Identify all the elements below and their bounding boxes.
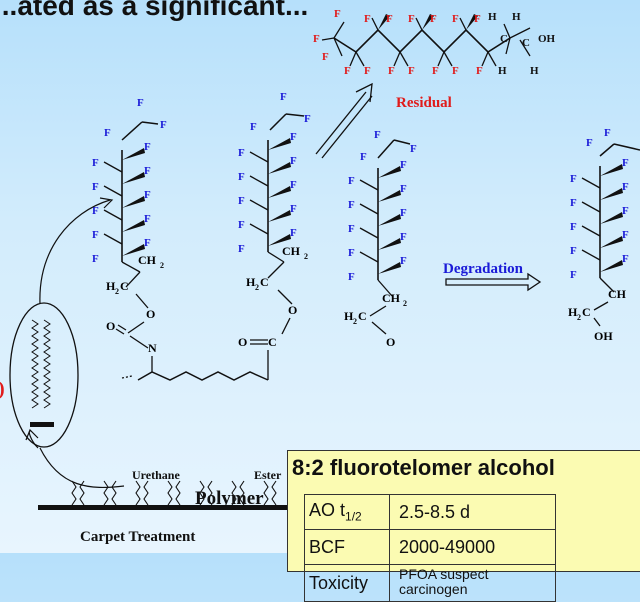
molecule-released: F F F CH 2 H 2 C O <box>344 129 417 349</box>
property-key: Toxicity <box>304 564 390 602</box>
property-key: BCF <box>304 529 390 565</box>
svg-text:C: C <box>582 305 591 319</box>
fluorine-atom: F <box>304 113 311 125</box>
svg-text:C: C <box>120 279 129 293</box>
fluorine-atom: F <box>313 33 320 45</box>
red-parenthesis: ) <box>0 378 5 401</box>
fluorine-atom: F <box>364 65 371 77</box>
nitrogen-atom: N <box>148 341 157 355</box>
fluorine-atom: F <box>388 65 395 77</box>
fluorine-atom: F <box>604 127 611 139</box>
fluorine-atom: F <box>410 143 417 155</box>
h2c-group: H <box>106 279 116 293</box>
fluorine-atom: F <box>408 13 415 25</box>
property-value: 2.5-8.5 d <box>389 494 556 530</box>
property-key: AO t1/2 <box>304 494 390 530</box>
residual-label: Residual <box>396 95 452 111</box>
h2c-group: H <box>568 305 578 319</box>
urethane-label: Urethane <box>132 468 180 482</box>
polymer-backbone <box>121 350 269 381</box>
molecule-product: F F CH H 2 C OH <box>568 127 640 343</box>
hydrogen-atom: H <box>488 11 497 23</box>
subscript-2: 2 <box>403 299 407 308</box>
polymer-label: Polymer <box>195 488 264 509</box>
fluorine-atom: F <box>452 13 459 25</box>
svg-text:C: C <box>260 275 269 289</box>
oxygen-atom: O <box>386 335 395 349</box>
ch2-group: CH <box>382 291 401 305</box>
subscript-2: 2 <box>255 283 259 292</box>
fluorine-atom: F <box>344 65 351 77</box>
h2c-group: H <box>246 275 256 289</box>
ester-label: Ester <box>254 468 282 482</box>
oxygen-atom: O <box>106 319 115 333</box>
molecule-urethane: F F F CH 2 H 2 C O O C N <box>91 97 167 355</box>
fluorine-atom: F <box>386 13 393 25</box>
release-arrow <box>315 82 373 159</box>
hydrogen-atom: H <box>512 11 521 23</box>
fluorine-atom: F <box>104 127 111 139</box>
subscript-2: 2 <box>160 261 164 270</box>
property-table: AO t1/2 2.5-8.5 d BCF 2000-49000 Toxicit… <box>304 494 556 602</box>
fluorine-atom: F <box>374 129 381 141</box>
table-row: Toxicity PFOA suspect carcinogen <box>304 564 556 602</box>
fluorine-atom: F <box>474 13 481 25</box>
fiber-zoom <box>9 197 125 488</box>
subscript-2: 2 <box>304 252 308 261</box>
fluorine-atom: F <box>334 8 341 20</box>
fluorine-atom: F <box>430 13 437 25</box>
carbon-atom: C <box>500 33 508 45</box>
ch2-group: CH <box>282 244 301 258</box>
h2c-group: H <box>344 309 354 323</box>
property-value: 2000-49000 <box>389 529 556 565</box>
property-value: PFOA suspect carcinogen <box>389 564 556 602</box>
subscript-2: 2 <box>115 287 119 296</box>
fluorine-atom: F <box>137 97 144 109</box>
fluorine-atom: F <box>432 65 439 77</box>
fluorine-atom: F <box>452 65 459 77</box>
subscript-2: 2 <box>353 317 357 326</box>
oxygen-atom: O <box>146 307 155 321</box>
slide-title: ...ated as a significant... <box>0 0 309 21</box>
fluorine-atom: F <box>322 51 329 63</box>
hydrogen-atom: H <box>498 65 507 77</box>
hydrogen-atom: H <box>530 65 539 77</box>
ch2-group: CH <box>138 253 157 267</box>
subscript-2: 2 <box>577 313 581 322</box>
table-row: BCF 2000-49000 <box>304 529 556 565</box>
degradation-label: Degradation <box>443 261 523 277</box>
fluorine-atom: F <box>476 65 483 77</box>
fluorine-atom: F <box>160 119 167 131</box>
molecule-ester: F F F CH 2 H 2 C O O C <box>237 91 311 349</box>
ch2-group: CH <box>608 287 627 301</box>
carpet-treatment-label: Carpet Treatment <box>80 529 196 545</box>
carbon-atom: C <box>268 335 277 349</box>
molecule-residual: F F F F F F F F F F F F F F F F H H H H … <box>313 8 556 77</box>
hydroxyl-group: OH <box>538 33 556 45</box>
fluorine-atom: F <box>280 91 287 103</box>
table-row: AO t1/2 2.5-8.5 d <box>304 494 556 530</box>
diagram-canvas: F F F F F F F F F F F F F CH 2 H 2 <box>9 8 640 510</box>
info-heading: 8:2 fluorotelomer alcohol <box>292 455 555 480</box>
fluorine-atom: F <box>408 65 415 77</box>
svg-text:C: C <box>358 309 367 323</box>
carpet-backing <box>38 505 290 510</box>
fluorine-atom: F <box>364 13 371 25</box>
fluorine-atom: F <box>360 151 367 163</box>
carbon-atom: C <box>522 37 530 49</box>
carpet-fibers <box>71 480 277 506</box>
fluorine-atom: F <box>250 121 257 133</box>
oxygen-atom: O <box>238 335 247 349</box>
fluorine-atom: F <box>586 137 593 149</box>
hydroxyl-group: OH <box>594 329 613 343</box>
fluorotelomer-info-box: 8:2 fluorotelomer alcohol AO t1/2 2.5-8.… <box>287 450 640 602</box>
oxygen-atom: O <box>288 303 297 317</box>
degradation-arrow <box>445 272 542 292</box>
